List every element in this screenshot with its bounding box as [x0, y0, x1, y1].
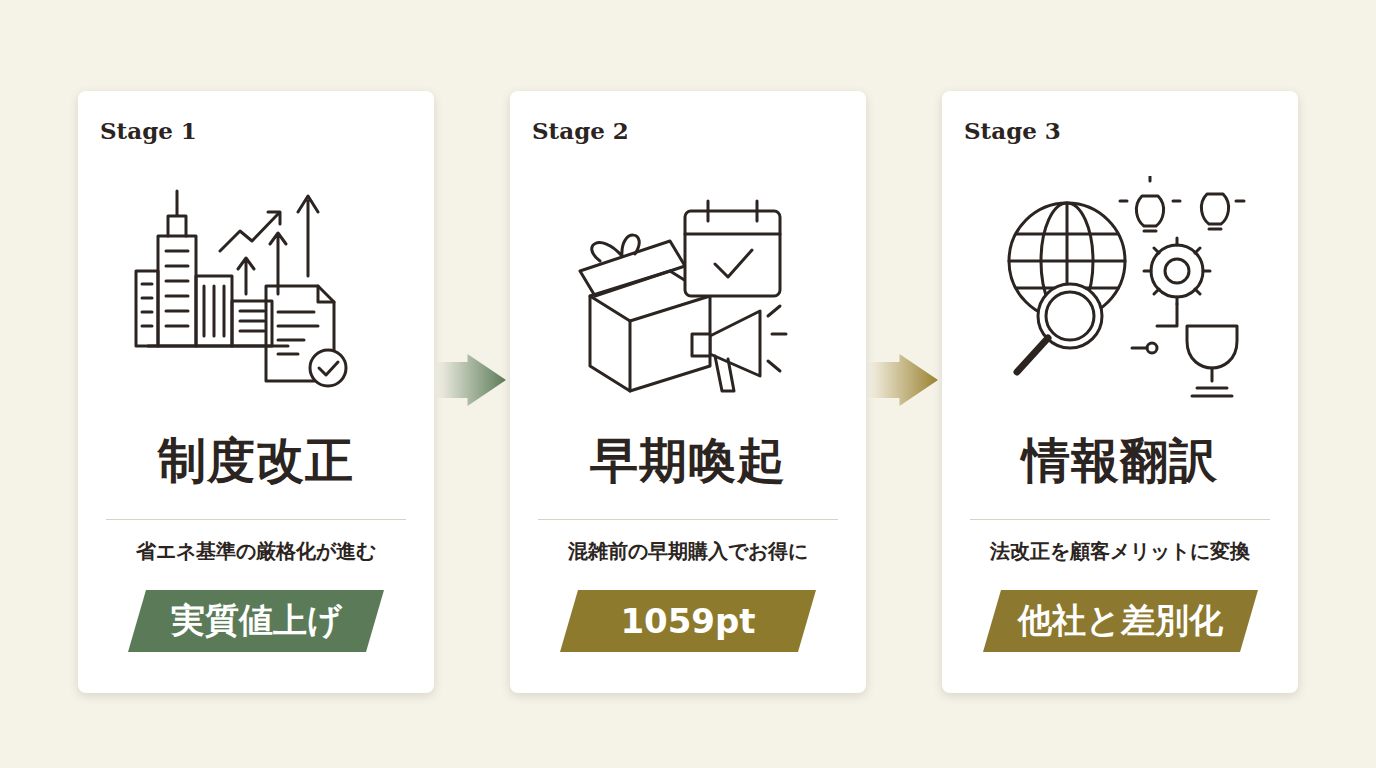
stage-label: Stage 3 — [964, 117, 1061, 144]
campaign-icon — [560, 176, 816, 406]
tag-text: 他社と差別化 — [983, 598, 1258, 644]
stage-title: 情報翻訳 — [942, 429, 1298, 493]
stage-card: Stage 3 情報翻訳法改正を顧客メリットに変換他社と差別化 — [942, 91, 1298, 693]
stage-title: 早期喚起 — [510, 429, 866, 493]
research-icon — [992, 176, 1248, 406]
stage-title: 制度改正 — [78, 429, 434, 493]
stage-description: 混雑前の早期購入でお得に — [510, 538, 866, 565]
divider-line — [970, 519, 1270, 520]
stage-label: Stage 2 — [532, 117, 629, 144]
stage-card: Stage 1 制度改正省エネ基準の厳格化が進む実質値上げ — [78, 91, 434, 693]
flow-arrow — [868, 354, 938, 406]
highlight-tag: 実質値上げ — [128, 590, 384, 652]
divider-line — [538, 519, 838, 520]
divider-line — [106, 519, 406, 520]
arrow-shape — [436, 354, 506, 406]
arrow-shape — [868, 354, 938, 406]
stage-description: 省エネ基準の厳格化が進む — [78, 538, 434, 565]
highlight-tag: 1059pt — [560, 590, 816, 652]
flow-arrow — [436, 354, 506, 406]
tag-text: 1059pt — [560, 601, 816, 641]
tag-parallelogram — [560, 590, 816, 652]
stage-card: Stage 2 早期喚起混雑前の早期購入でお得に 1059pt — [510, 91, 866, 693]
tag-parallelogram — [128, 590, 384, 652]
stage-description: 法改正を顧客メリットに変換 — [942, 538, 1298, 565]
city-growth-icon — [128, 176, 384, 406]
stage-label: Stage 1 — [100, 117, 197, 144]
highlight-tag: 他社と差別化 — [983, 590, 1258, 652]
tag-text: 実質値上げ — [128, 598, 384, 644]
tag-parallelogram — [983, 590, 1258, 652]
